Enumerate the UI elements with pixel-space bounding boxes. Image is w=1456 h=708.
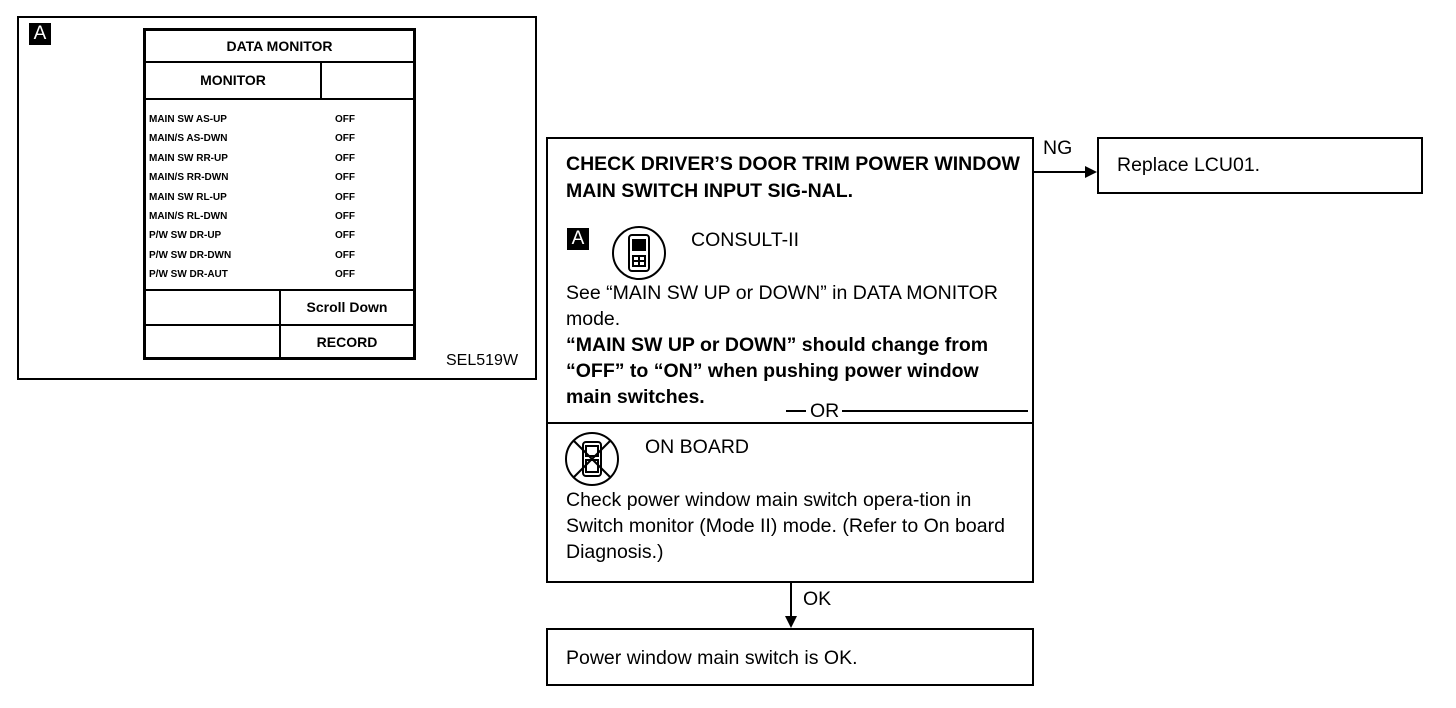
row-value: OFF [335,249,355,261]
row-value: OFF [335,191,355,203]
row-value: OFF [335,172,355,184]
or-label: OR [807,400,843,422]
row-label: MAIN/S RL-DWN [149,210,228,222]
divider [146,289,413,291]
ng-result-box: Replace LCU01. [1097,137,1423,194]
row-label: P/W SW DR-UP [149,230,222,242]
screen-title: DATA MONITOR [146,31,413,63]
consult-description: See “MAIN SW UP or DOWN” in DATA MONITOR… [566,282,998,330]
row-value: OFF [335,230,355,242]
record-button[interactable]: RECORD [316,334,378,350]
ng-label: NG [1043,137,1073,159]
row-value: OFF [335,152,355,164]
scroll-down-button[interactable]: Scroll Down [306,299,388,315]
monitor-header-empty-cell [322,62,413,100]
row-label: MAIN SW RR-UP [149,152,228,164]
monitor-item-list: MAIN SW AS-UP OFF MAIN/S AS-DWN OFF MAIN S… [149,110,409,285]
check-title: CHECK DRIVER’S DOOR TRIM POWER WINDOW MA… [566,153,1020,202]
consult-tester-icon [612,226,666,280]
figure-code: SEL519W [446,352,519,369]
row-label: MAIN/S RR-DWN [149,172,229,184]
monitor-row: MAIN SW RR-UP OFF [149,149,409,168]
on-board-description: Check power window main switch opera-tio… [566,489,1005,563]
row-value: OFF [335,133,355,145]
monitor-header: MONITOR [146,62,322,100]
or-divider-left [786,410,806,412]
ok-result-box: Power window main switch is OK. [546,628,1034,686]
monitor-row: P/W SW DR-AUT OFF [149,265,409,284]
ok-result-text: Power window main switch is OK. [566,647,858,669]
monitor-row: MAIN SW AS-UP OFF [149,110,409,129]
row-value: OFF [335,210,355,222]
on-board-label: ON BOARD [645,436,750,458]
consult-label: CONSULT-II [691,229,799,251]
row-value: OFF [335,269,355,281]
row-label: MAIN/S AS-DWN [149,133,228,145]
row-value: OFF [335,114,355,125]
ok-label: OK [803,588,832,610]
consult-monitor-screen: DATA MONITOR MONITOR MAIN SW AS-UP OFF MA… [143,28,416,360]
monitor-row: MAIN/S RR-DWN OFF [149,168,409,187]
row-label: P/W SW DR-AUT [149,269,228,281]
data-monitor-panel: A DATA MONITOR MONITOR MAIN SW AS-UP OFF … [17,16,537,380]
row-label: MAIN SW AS-UP [149,114,227,125]
empty-button-slot [146,291,281,324]
divider [146,324,413,326]
monitor-row: MAIN SW RL-UP OFF [149,188,409,207]
consult-badge-a: A [567,228,589,250]
row-label: P/W SW DR-DWN [149,249,232,261]
section-divider [548,422,1032,424]
no-tester-icon [565,432,619,486]
monitor-row: P/W SW DR-UP OFF [149,226,409,245]
row-label: MAIN SW RL-UP [149,191,227,203]
consult-condition: “MAIN SW UP or DOWN” should change from … [566,334,989,408]
monitor-row: MAIN/S RL-DWN OFF [149,207,409,226]
monitor-row: MAIN/S AS-DWN OFF [149,129,409,148]
check-step-box: CHECK DRIVER’S DOOR TRIM POWER WINDOW MA… [546,137,1034,583]
monitor-row: P/W SW DR-DWN OFF [149,246,409,265]
or-divider-right [838,410,1028,412]
empty-button-slot [146,326,281,359]
consult-badge-a: A [29,23,51,45]
ng-result-text: Replace LCU01. [1117,154,1261,176]
